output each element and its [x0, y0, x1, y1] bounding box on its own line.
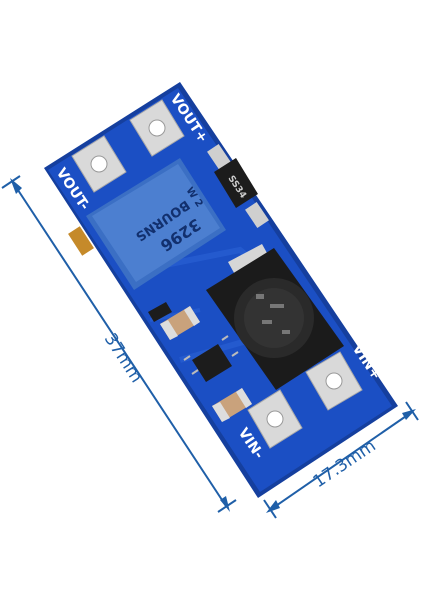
pad-vin-minus [247, 389, 303, 449]
length-label: 37mm [100, 330, 147, 387]
potentiometer: BOURNS 3296 W 2 [68, 158, 226, 290]
inductor [206, 244, 344, 390]
diode: SS34 [207, 143, 269, 229]
pad-vout-minus [71, 135, 127, 193]
smd-resistor [148, 302, 172, 322]
ic-chip [183, 335, 239, 382]
smd-capacitor-2 [212, 388, 252, 422]
smd-capacitor-1 [160, 306, 200, 340]
pad-vout-plus [129, 99, 185, 157]
pad-vin-plus [305, 351, 363, 411]
